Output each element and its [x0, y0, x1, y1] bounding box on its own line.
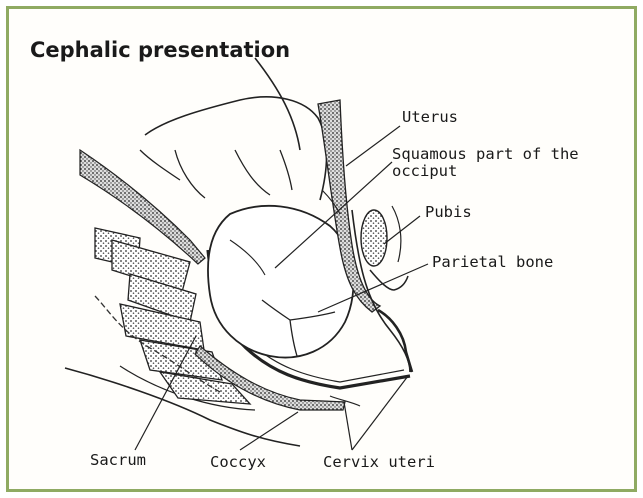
- label-uterus: Uterus: [402, 109, 458, 125]
- label-squamous-line2: occiput: [392, 163, 457, 179]
- fetal-head: [208, 206, 354, 358]
- pubis-bone: [361, 210, 387, 266]
- label-pubis: Pubis: [425, 204, 472, 220]
- label-parietal-bone: Parietal bone: [432, 254, 553, 270]
- label-cervix-uteri: Cervix uteri: [323, 454, 435, 470]
- label-sacrum: Sacrum: [90, 452, 146, 468]
- label-coccyx: Coccyx: [210, 454, 266, 470]
- diagram-title: Cephalic presentation: [30, 38, 290, 62]
- label-squamous-line1: Squamous part of the: [392, 146, 579, 162]
